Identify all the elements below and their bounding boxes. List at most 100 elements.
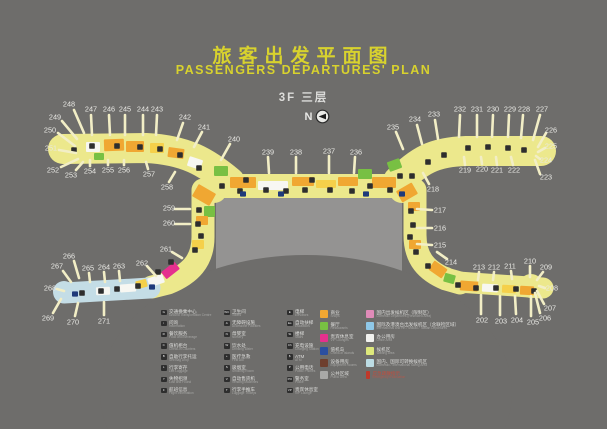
zone-segment bbox=[386, 158, 403, 172]
gate-label-260: 260 bbox=[163, 219, 175, 228]
curbside-curve bbox=[100, 255, 512, 429]
gate-label-252: 252 bbox=[47, 166, 59, 175]
gate-label-234: 234 bbox=[409, 115, 421, 124]
facility-icon-blue bbox=[363, 191, 369, 197]
gate-pier-266 bbox=[72, 259, 81, 280]
zone-segment bbox=[396, 182, 418, 203]
gate-label-248: 248 bbox=[63, 100, 75, 109]
gate-pier-270 bbox=[73, 301, 80, 318]
facility-icon bbox=[89, 143, 95, 149]
facility-icon bbox=[114, 143, 120, 149]
gate-pier-214 bbox=[435, 250, 449, 261]
gate-label-206: 206 bbox=[539, 314, 551, 323]
gate-pier-223 bbox=[533, 158, 542, 176]
gate-pier-267 bbox=[61, 269, 73, 284]
facility-icon bbox=[387, 187, 393, 193]
gate-label-204: 204 bbox=[511, 316, 523, 325]
gate-label-205: 205 bbox=[527, 318, 539, 327]
gate-pier-247 bbox=[89, 113, 94, 137]
gate-pier-262 bbox=[145, 264, 158, 278]
facility-icon-blue bbox=[278, 191, 284, 197]
zone-segment bbox=[161, 262, 180, 279]
gate-pier-206 bbox=[533, 291, 542, 315]
gate-pier-265 bbox=[87, 271, 92, 284]
gate-pier-241 bbox=[192, 130, 204, 149]
facility-icon bbox=[505, 145, 511, 151]
gate-pier-222 bbox=[509, 155, 515, 167]
gate-label-215: 215 bbox=[434, 241, 446, 250]
gate-pier-227 bbox=[531, 113, 542, 142]
gate-label-237: 237 bbox=[323, 147, 335, 156]
gate-label-223: 223 bbox=[540, 173, 552, 182]
facility-icon bbox=[79, 290, 85, 296]
facility-icon bbox=[413, 249, 419, 255]
gate-label-255: 255 bbox=[102, 166, 114, 175]
facility-icon bbox=[219, 183, 225, 189]
gate-label-259: 259 bbox=[163, 204, 175, 213]
gate-pier-251 bbox=[57, 148, 78, 155]
gate-pier-236 bbox=[352, 155, 357, 175]
gate-label-270: 270 bbox=[67, 318, 79, 327]
gate-label-233: 233 bbox=[428, 110, 440, 119]
gate-label-208: 208 bbox=[546, 284, 558, 293]
gate-pier-215 bbox=[415, 242, 434, 247]
gate-label-269: 269 bbox=[42, 314, 54, 323]
facility-icon bbox=[196, 165, 202, 171]
zone-segment bbox=[214, 166, 228, 176]
gate-label-254: 254 bbox=[84, 167, 96, 176]
facility-icon bbox=[425, 159, 431, 165]
gate-pier-268 bbox=[55, 287, 66, 293]
facility-icon bbox=[157, 146, 163, 152]
zone-segment bbox=[192, 184, 216, 206]
gate-pier-229 bbox=[506, 113, 511, 139]
gate-label-219: 219 bbox=[459, 166, 471, 175]
facility-icon bbox=[521, 147, 527, 153]
facility-icon bbox=[137, 144, 143, 150]
gate-label-236: 236 bbox=[350, 148, 362, 157]
zone-segment bbox=[292, 177, 314, 186]
facility-icon-blue bbox=[240, 191, 246, 197]
zone-segment bbox=[119, 283, 137, 293]
gate-pier-252 bbox=[59, 157, 80, 169]
gate-pier-230 bbox=[490, 113, 495, 139]
zone-segment bbox=[409, 240, 421, 249]
facility-icon bbox=[485, 144, 491, 150]
facility-icon bbox=[397, 173, 403, 179]
gate-label-267: 267 bbox=[51, 262, 63, 271]
gate-pier-221 bbox=[494, 155, 499, 167]
gate-pier-209 bbox=[535, 270, 545, 282]
gate-pier-249 bbox=[60, 119, 79, 141]
gate-label-250: 250 bbox=[44, 126, 56, 135]
gate-label-256: 256 bbox=[118, 166, 130, 175]
gate-label-229: 229 bbox=[504, 105, 516, 114]
zone-segment bbox=[372, 177, 396, 188]
gate-label-245: 245 bbox=[119, 105, 131, 114]
facility-icon bbox=[327, 187, 333, 193]
zone-segment bbox=[230, 177, 256, 188]
gate-label-221: 221 bbox=[491, 166, 503, 175]
gate-label-235: 235 bbox=[387, 123, 399, 132]
gate-label-242: 242 bbox=[179, 113, 191, 122]
gate-label-249: 249 bbox=[49, 113, 61, 122]
gate-pier-243 bbox=[154, 113, 159, 137]
gate-label-243: 243 bbox=[151, 105, 163, 114]
gate-pier-208 bbox=[537, 284, 547, 290]
gate-label-222: 222 bbox=[508, 166, 520, 175]
gate-label-251: 251 bbox=[45, 144, 57, 153]
gate-pier-269 bbox=[51, 297, 63, 315]
facility-icon bbox=[168, 259, 174, 265]
gate-pier-218 bbox=[421, 171, 431, 186]
gate-label-217: 217 bbox=[434, 206, 446, 215]
gate-label-211: 211 bbox=[504, 262, 516, 271]
gate-label-265: 265 bbox=[82, 264, 94, 273]
facility-icon bbox=[283, 188, 289, 194]
gate-label-244: 244 bbox=[137, 105, 149, 114]
gate-label-210: 210 bbox=[524, 257, 536, 266]
gate-label-258: 258 bbox=[161, 183, 173, 192]
facility-icon bbox=[473, 285, 479, 291]
gate-label-202: 202 bbox=[476, 316, 488, 325]
gate-label-264: 264 bbox=[98, 263, 110, 272]
zone-segment bbox=[428, 260, 448, 279]
gate-label-226: 226 bbox=[545, 126, 557, 135]
facility-icon bbox=[177, 152, 183, 158]
